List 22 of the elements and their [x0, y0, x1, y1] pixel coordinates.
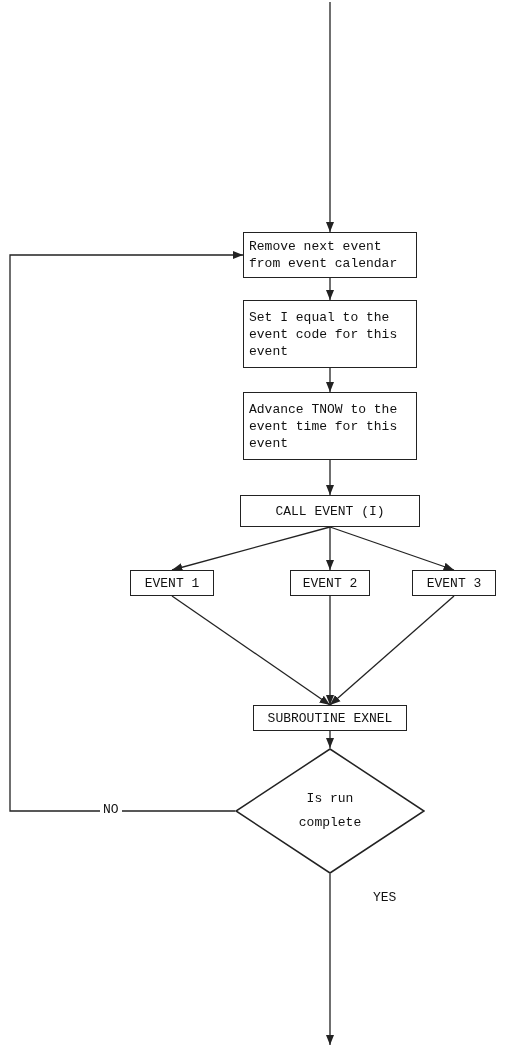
- process-box: EVENT 2: [290, 570, 370, 596]
- arrow: [325, 526, 335, 571]
- arrow: [171, 526, 331, 572]
- arrow: [329, 526, 455, 571]
- arrow: [9, 250, 244, 812]
- process-box: SUBROUTINE EXNEL: [253, 705, 407, 731]
- arrow: [329, 595, 455, 706]
- arrow: [325, 595, 335, 706]
- arrow: [325, 367, 335, 393]
- process-box: EVENT 1: [130, 570, 214, 596]
- process-box: Set I equal to the event code for this event: [243, 300, 417, 368]
- arrow: [325, 459, 335, 496]
- process-box: Remove next event from event calendar: [243, 232, 417, 278]
- process-box: EVENT 3: [412, 570, 496, 596]
- arrow: [325, 730, 335, 749]
- process-box: CALL EVENT (I): [240, 495, 420, 527]
- process-box: Advance TNOW to the event time for this event: [243, 392, 417, 460]
- arrow: [171, 595, 331, 706]
- arrow: [325, 277, 335, 301]
- decision-text: Is run complete: [297, 790, 363, 832]
- arrow: [325, 1, 335, 233]
- arrow: [325, 873, 335, 1046]
